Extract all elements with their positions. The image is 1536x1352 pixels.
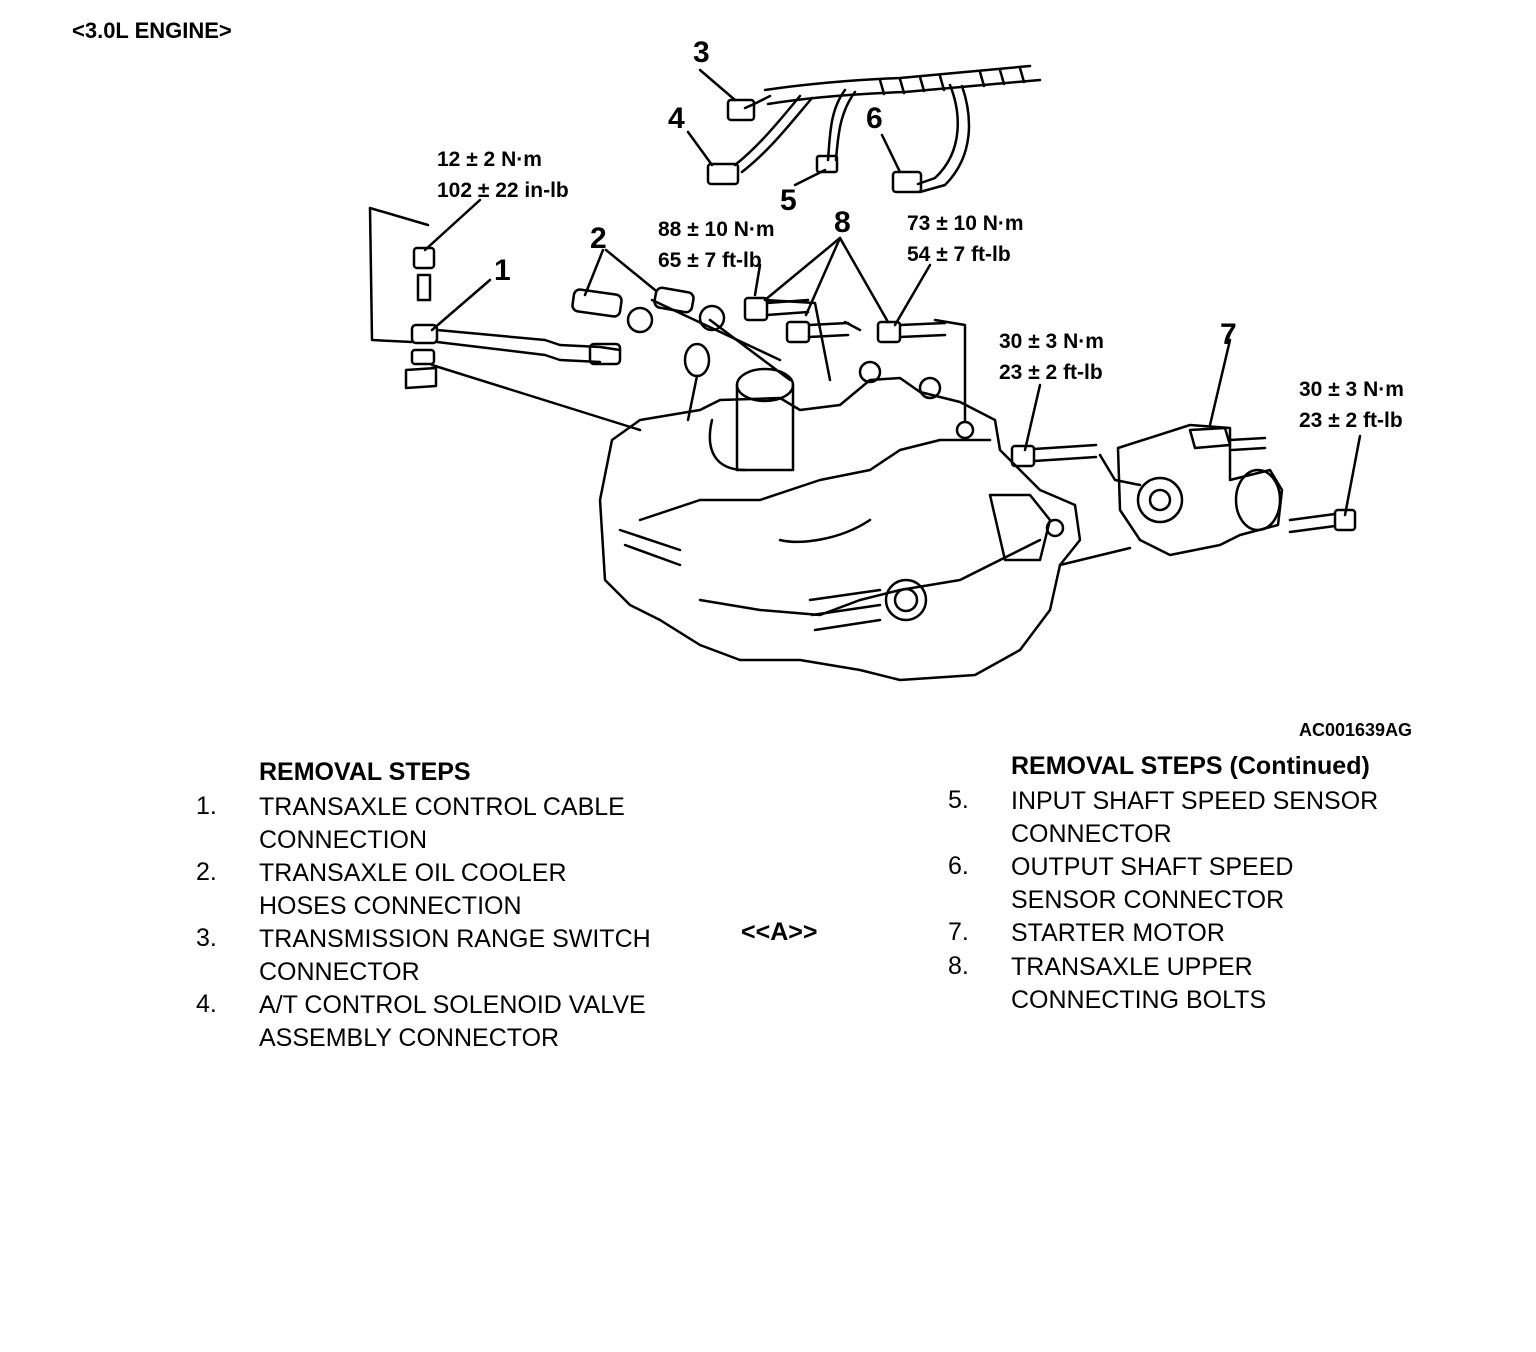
wiring-harness <box>763 64 1032 92</box>
step-number: 6. <box>948 852 969 880</box>
step-text: STARTER MOTOR <box>1011 919 1225 947</box>
oil-cooler-hose-2 <box>653 286 695 314</box>
cable-nut <box>412 246 436 270</box>
oil-cooler-hose-1 <box>571 288 623 318</box>
step-number: 7. <box>948 918 969 946</box>
bolt-8c <box>876 320 902 344</box>
step-number: 4. <box>196 990 217 1018</box>
step-number: 3. <box>196 924 217 952</box>
callout-3: 3 <box>693 36 710 69</box>
figure-code: AC001639AG <box>1299 720 1413 740</box>
starter-bolt-1 <box>1010 444 1036 468</box>
note-badge: <<A>> <box>741 918 818 946</box>
step-number: 8. <box>948 952 969 980</box>
callout-2: 2 <box>590 222 607 255</box>
callout-4: 4 <box>668 102 685 135</box>
transaxle-case <box>598 376 1082 682</box>
callout-7: 7 <box>1220 318 1237 351</box>
engine-header: <3.0L ENGINE> <box>72 18 232 43</box>
step-number: 5. <box>948 786 969 814</box>
step-number: 1. <box>196 792 217 820</box>
step-number: 2. <box>196 858 217 886</box>
connector-5 <box>815 154 839 174</box>
connector-6 <box>891 170 923 194</box>
removal-steps-continued-title: REMOVAL STEPS (Continued) <box>1011 752 1370 780</box>
connector-3 <box>726 98 756 122</box>
removal-steps-title: REMOVAL STEPS <box>259 758 471 786</box>
bolt-8a <box>743 296 769 322</box>
transaxle-illustration <box>368 64 1362 682</box>
callout-1: 1 <box>494 254 511 287</box>
callout-6: 6 <box>866 102 883 135</box>
callout-5: 5 <box>780 184 797 217</box>
starter-bolt-2 <box>1333 508 1357 532</box>
connector-4 <box>706 162 740 186</box>
callout-8: 8 <box>834 206 851 239</box>
starter-motor <box>1116 423 1284 557</box>
control-cable <box>435 328 622 352</box>
bolt-8b <box>785 320 811 344</box>
